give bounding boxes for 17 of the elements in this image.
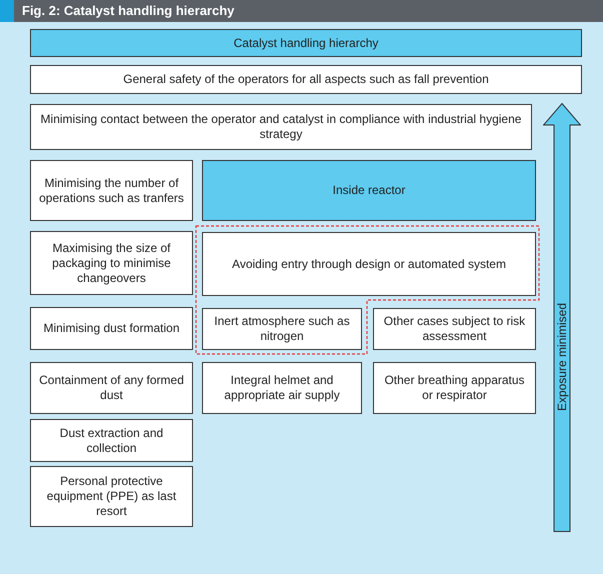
text-box: Minimising the number of operations such as tranfers [30, 160, 193, 221]
text-box: Integral helmet and appropriate air supply [202, 362, 362, 414]
text-box: Inert atmosphere such as nitrogen [202, 308, 362, 350]
arrow-label: Exposure minimised [554, 303, 570, 412]
highlighted-box: Inside reactor [202, 160, 536, 221]
text-box: Maximising the size of packaging to minimise changeovers [30, 231, 193, 295]
text-box: General safety of the operators for all aspects such as fall prevention [30, 65, 582, 94]
text-box: Minimising contact between the operator and catalyst in compliance with industrial hygiene strategy [30, 104, 532, 150]
text-box: Other cases subject to risk assessment [373, 308, 536, 350]
figure-title: Fig. 2: Catalyst handling hierarchy [22, 3, 234, 18]
text-box: Other breathing apparatus or respirator [373, 362, 536, 414]
text-box: Dust extraction and collection [30, 419, 193, 462]
text-box: Personal protective equipment (PPE) as last resort [30, 466, 193, 527]
highlighted-box: Catalyst handling hierarchy [30, 29, 582, 57]
text-box: Minimising dust formation [30, 307, 193, 350]
text-box: Avoiding entry through design or automated system [202, 232, 536, 296]
text-box: Containment of any formed dust [30, 362, 193, 414]
